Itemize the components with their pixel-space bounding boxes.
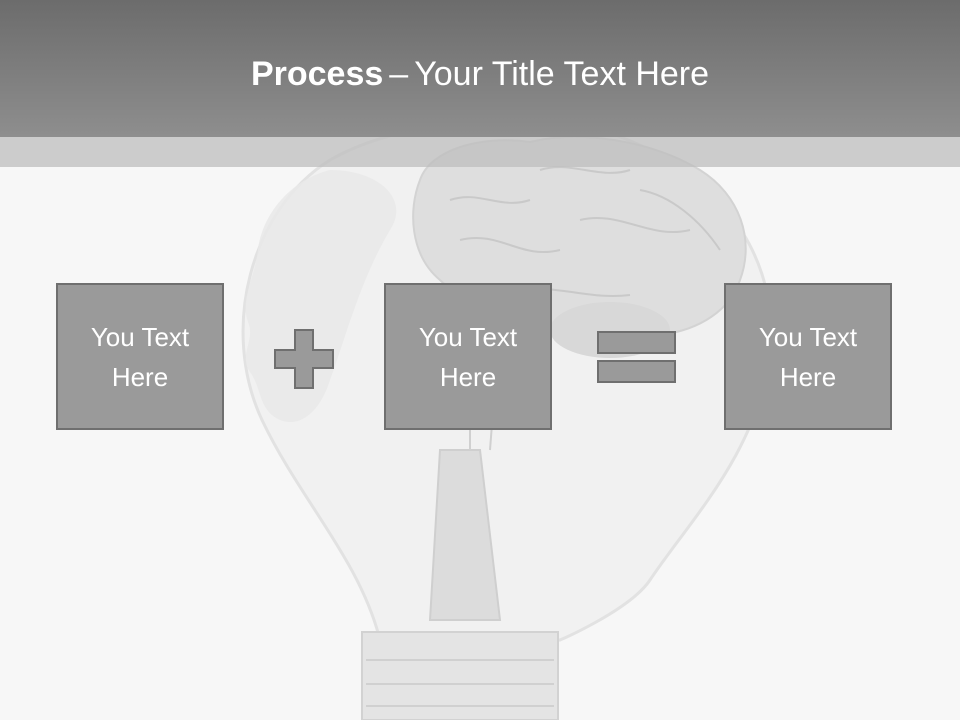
text-box-1[interactable]: You Text Here bbox=[56, 283, 224, 430]
header-band bbox=[0, 0, 960, 137]
brain-folds bbox=[449, 166, 721, 297]
bulb-base bbox=[361, 631, 559, 720]
title-rest: Your Title Text Here bbox=[414, 55, 710, 93]
header-sub-band bbox=[0, 137, 960, 167]
title-dash: – bbox=[389, 55, 409, 93]
filament-stem bbox=[428, 449, 502, 621]
equals-icon bbox=[597, 331, 676, 383]
text-box-3[interactable]: You Text Here bbox=[724, 283, 892, 430]
title-bold: Process bbox=[250, 55, 384, 93]
plus-icon bbox=[274, 329, 334, 389]
slide-title: Process–Your Title Text Here bbox=[0, 52, 960, 96]
text-box-2[interactable]: You Text Here bbox=[384, 283, 552, 430]
